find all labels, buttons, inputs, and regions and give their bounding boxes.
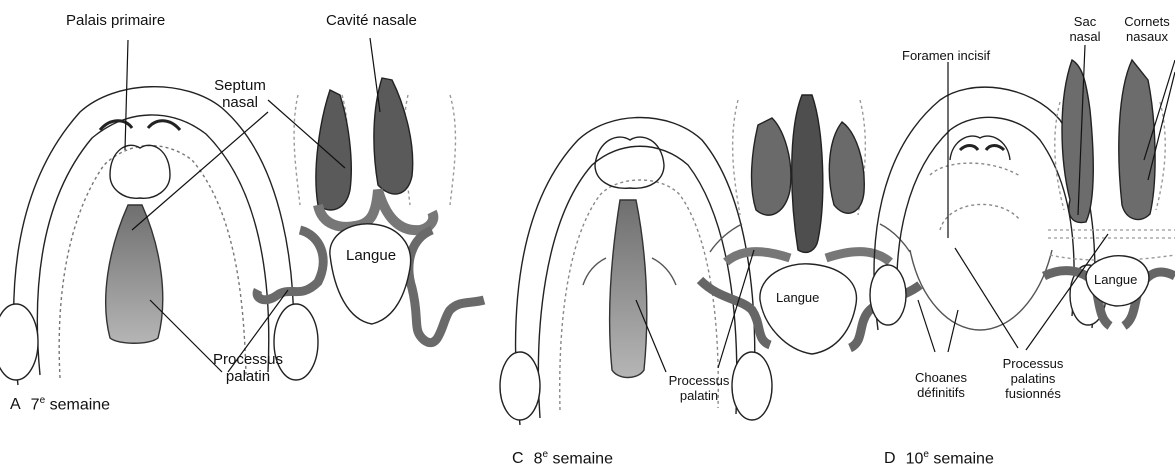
label-foramen-incisif: Foramen incisif <box>902 48 990 63</box>
label-choanes-definitifs: Choanes définitifs <box>910 370 972 400</box>
label-langue-d: Langue <box>1094 272 1137 287</box>
label-palais-primaire: Palais primaire <box>66 12 165 29</box>
label-septum-nasal: Septum nasal <box>212 77 268 111</box>
label-cornets-nasaux: Cornets nasaux <box>1120 14 1174 44</box>
label-processus-palatins-fusionnes: Processus palatins fusionnés <box>998 356 1068 401</box>
label-processus-palatin-a: Processus palatin <box>212 351 284 385</box>
label-langue-c: Langue <box>776 290 819 305</box>
panel-a-palate-view <box>0 87 318 385</box>
label-processus-palatin-c: Processus palatin <box>664 373 734 403</box>
panel-a-coronal-section <box>257 78 484 343</box>
label-langue-a: Langue <box>346 247 396 264</box>
label-cavite-nasale: Cavité nasale <box>326 12 417 29</box>
label-sac-nasal: Sac nasal <box>1068 14 1102 44</box>
